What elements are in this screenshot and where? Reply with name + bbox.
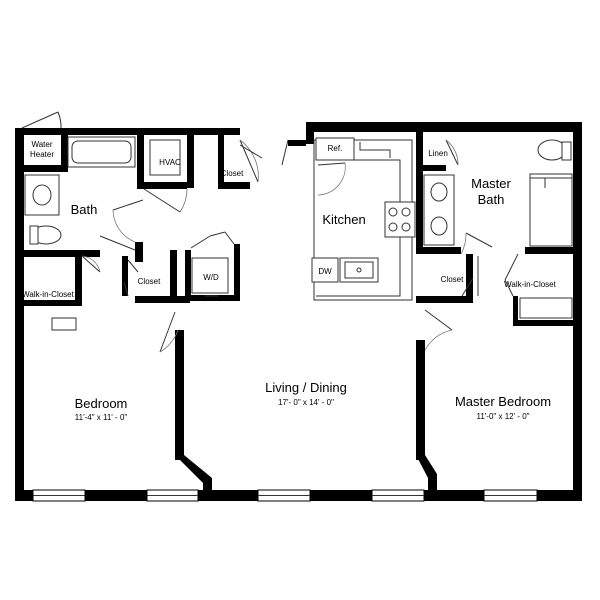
label-closet-right: Closet — [441, 275, 464, 284]
label-linen: Linen — [428, 149, 448, 158]
windows — [32, 489, 538, 502]
master-bath-fixtures — [423, 139, 573, 319]
label-bedroom-dim: 11'-4" x 11' - 0" — [75, 413, 128, 422]
label-dw: DW — [318, 267, 332, 276]
label-wd: W/D — [203, 273, 219, 282]
interior-walls-right — [416, 128, 582, 490]
label-master-bedroom: Master Bedroom — [455, 394, 551, 409]
label-walk-in-closet-right: Walk-in-Closet — [504, 280, 556, 289]
label-kitchen: Kitchen — [322, 212, 365, 227]
label-ref: Ref. — [328, 144, 343, 153]
label-living-dining: Living / Dining — [265, 380, 347, 395]
label-master-bedroom-dim: 11'-0" x 12' - 0" — [476, 412, 529, 421]
label-hvac: HVAC — [159, 158, 181, 167]
bath-fixtures — [24, 136, 229, 331]
interior-walls-left — [15, 128, 250, 490]
label-closet-left: Closet — [138, 277, 161, 286]
label-bedroom: Bedroom — [75, 396, 128, 411]
label-closet-top: Closet — [221, 169, 244, 178]
label-bath: Bath — [71, 202, 98, 217]
label-living-dining-dim: 17'- 0" x 14' - 0" — [278, 398, 334, 407]
label-walk-in-closet-left: Walk-in-Closet — [22, 290, 74, 299]
exterior-walls — [15, 122, 582, 501]
door-swings — [21, 111, 519, 353]
kitchen-fixtures — [311, 137, 416, 301]
